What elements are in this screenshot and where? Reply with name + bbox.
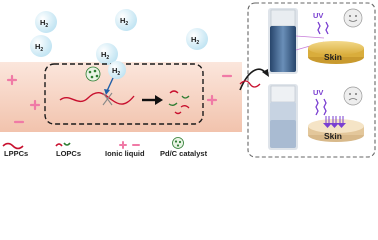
arrowhead-icon (104, 89, 110, 95)
legend-ionic-liquid-icon (119, 141, 140, 149)
uv-rays-bottom (315, 98, 327, 116)
h2-bubble: H2 (186, 28, 208, 50)
svg-text:H2: H2 (112, 66, 120, 77)
h2-bubble: H2 (96, 43, 118, 65)
svg-text:H2: H2 (101, 50, 109, 61)
uv-rays-top (317, 21, 329, 35)
legend-ionic-liquid-label: Ionic liquid (105, 149, 145, 158)
connector-wave-icon (239, 80, 261, 88)
sad-face-icon (343, 86, 363, 106)
lopc-fragment (181, 95, 190, 99)
ionic-liquid-marker (6, 74, 18, 86)
cleavage-icon (102, 92, 113, 106)
svg-text:H2: H2 (35, 42, 43, 53)
legend-pd-c-icon (172, 137, 184, 149)
legend-pd-c-label: Pd/C catalyst (160, 149, 208, 158)
uv-penetration-arrows (323, 116, 346, 128)
ionic-liquid-marker (206, 94, 218, 106)
legend-lopc-label: LOPCs (56, 149, 81, 158)
svg-text:H2: H2 (40, 18, 48, 29)
pd-c-catalyst-particle (85, 66, 101, 82)
arrowhead-icon (262, 69, 269, 77)
arrowhead-icon (155, 95, 163, 105)
vial-photo-bottom (268, 84, 298, 150)
skin-disk-top (308, 41, 364, 64)
svg-text:H2: H2 (191, 35, 199, 46)
reaction-box (44, 63, 204, 125)
uv-label-bottom: UV (313, 88, 323, 97)
svg-text:H2: H2 (120, 16, 128, 27)
ionic-liquid-marker (29, 99, 41, 111)
lopc-fragment (168, 102, 178, 106)
skin-label-top: Skin (324, 52, 342, 62)
legend-lopc-icon (63, 142, 71, 146)
happy-face-icon (343, 8, 363, 28)
lopc-fragment (180, 105, 190, 109)
h2-bubble: H2 (35, 11, 57, 33)
h2-bubble: H2 (108, 61, 126, 79)
legend-lppc-icon (2, 142, 24, 150)
lppc-chain (59, 91, 135, 105)
h2-bubble: H2 (115, 9, 137, 31)
legend-lppc-label: LPPCs (4, 149, 28, 158)
lopc-fragment (174, 111, 182, 115)
uv-label-top: UV (313, 11, 323, 20)
uv-reflected-ray-icon (295, 35, 325, 39)
lopc-fragment (169, 90, 179, 94)
diagram-canvas: H2 H2 H2 H2 H2 H2 (0, 2, 376, 158)
h2-bubble: H2 (30, 35, 52, 57)
skin-label-bottom: Skin (324, 131, 342, 141)
legend-lopc-icon (55, 143, 63, 147)
vial-photo-top (268, 8, 298, 74)
h2-arrow (106, 77, 114, 92)
